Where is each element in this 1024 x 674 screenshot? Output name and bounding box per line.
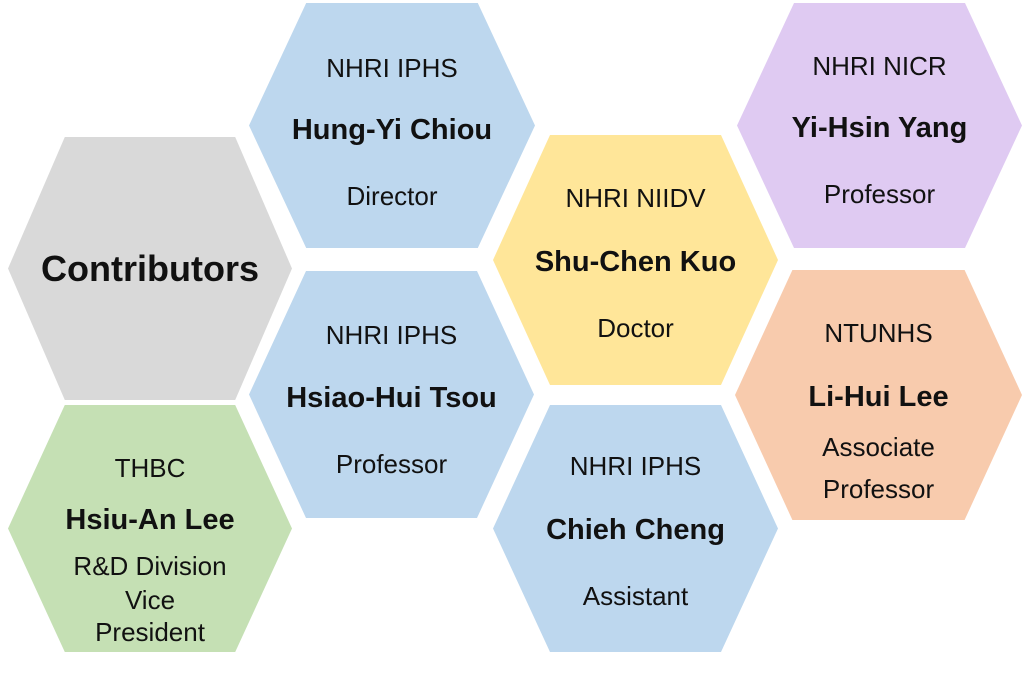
contributor-name: Chieh Cheng: [546, 514, 725, 546]
contributor-hexagon-hsiu-an-lee: THBC Hsiu-An Lee R&D Division Vice Presi…: [8, 405, 292, 652]
contributor-hexagon-yi-hsin-yang: NHRI NICR Yi-Hsin Yang Professor: [737, 3, 1022, 248]
contributor-name: Shu-Chen Kuo: [534, 246, 737, 278]
contributor-name: Hsiao-Hui Tsou: [286, 382, 497, 414]
contributor-org: NHRI NICR: [812, 51, 947, 81]
contributor-role: Vice: [124, 585, 176, 615]
contributor-org: NHRI IPHS: [569, 451, 702, 481]
contributor-org: THBC: [114, 453, 186, 483]
contributor-hexagon-shu-chen-kuo: NHRI NIIDV Shu-Chen Kuo Doctor: [493, 135, 778, 385]
contributor-role: Assistant: [582, 581, 689, 611]
contributor-name: Hsiu-An Lee: [65, 504, 235, 536]
contributor-org: NTUNHS: [824, 318, 933, 348]
contributor-role: Professor: [823, 179, 936, 209]
contributor-hexagon-hsiao-hui-tsou: NHRI IPHS Hsiao-Hui Tsou Professor: [249, 271, 534, 518]
contributor-role: R&D Division: [73, 551, 227, 581]
contributor-role: Professor: [822, 474, 935, 504]
contributor-name: Yi-Hsin Yang: [791, 112, 968, 144]
contributor-name: Li-Hui Lee: [808, 381, 949, 413]
contributor-org: NHRI IPHS: [326, 53, 458, 83]
contributor-hexagon-chieh-cheng: NHRI IPHS Chieh Cheng Assistant: [493, 405, 778, 652]
contributor-role: President: [95, 617, 205, 647]
contributor-role: Associate: [822, 432, 935, 462]
contributor-role: Director: [346, 181, 438, 211]
contributor-org: NHRI IPHS: [325, 320, 458, 350]
contributor-org: NHRI NIIDV: [565, 183, 706, 213]
contributor-name: Hung-Yi Chiou: [291, 114, 493, 146]
contributor-hexagon-hung-yi-chiou: NHRI IPHS Hung-Yi Chiou Director: [249, 3, 535, 248]
contributor-hexagon-li-hui-lee: NTUNHS Li-Hui Lee Associate Professor: [735, 270, 1022, 520]
contributor-role: Doctor: [597, 313, 674, 343]
contributor-role: Professor: [335, 449, 448, 479]
contributors-title: Contributors: [41, 248, 259, 289]
contributors-title-hexagon: Contributors: [8, 137, 292, 400]
